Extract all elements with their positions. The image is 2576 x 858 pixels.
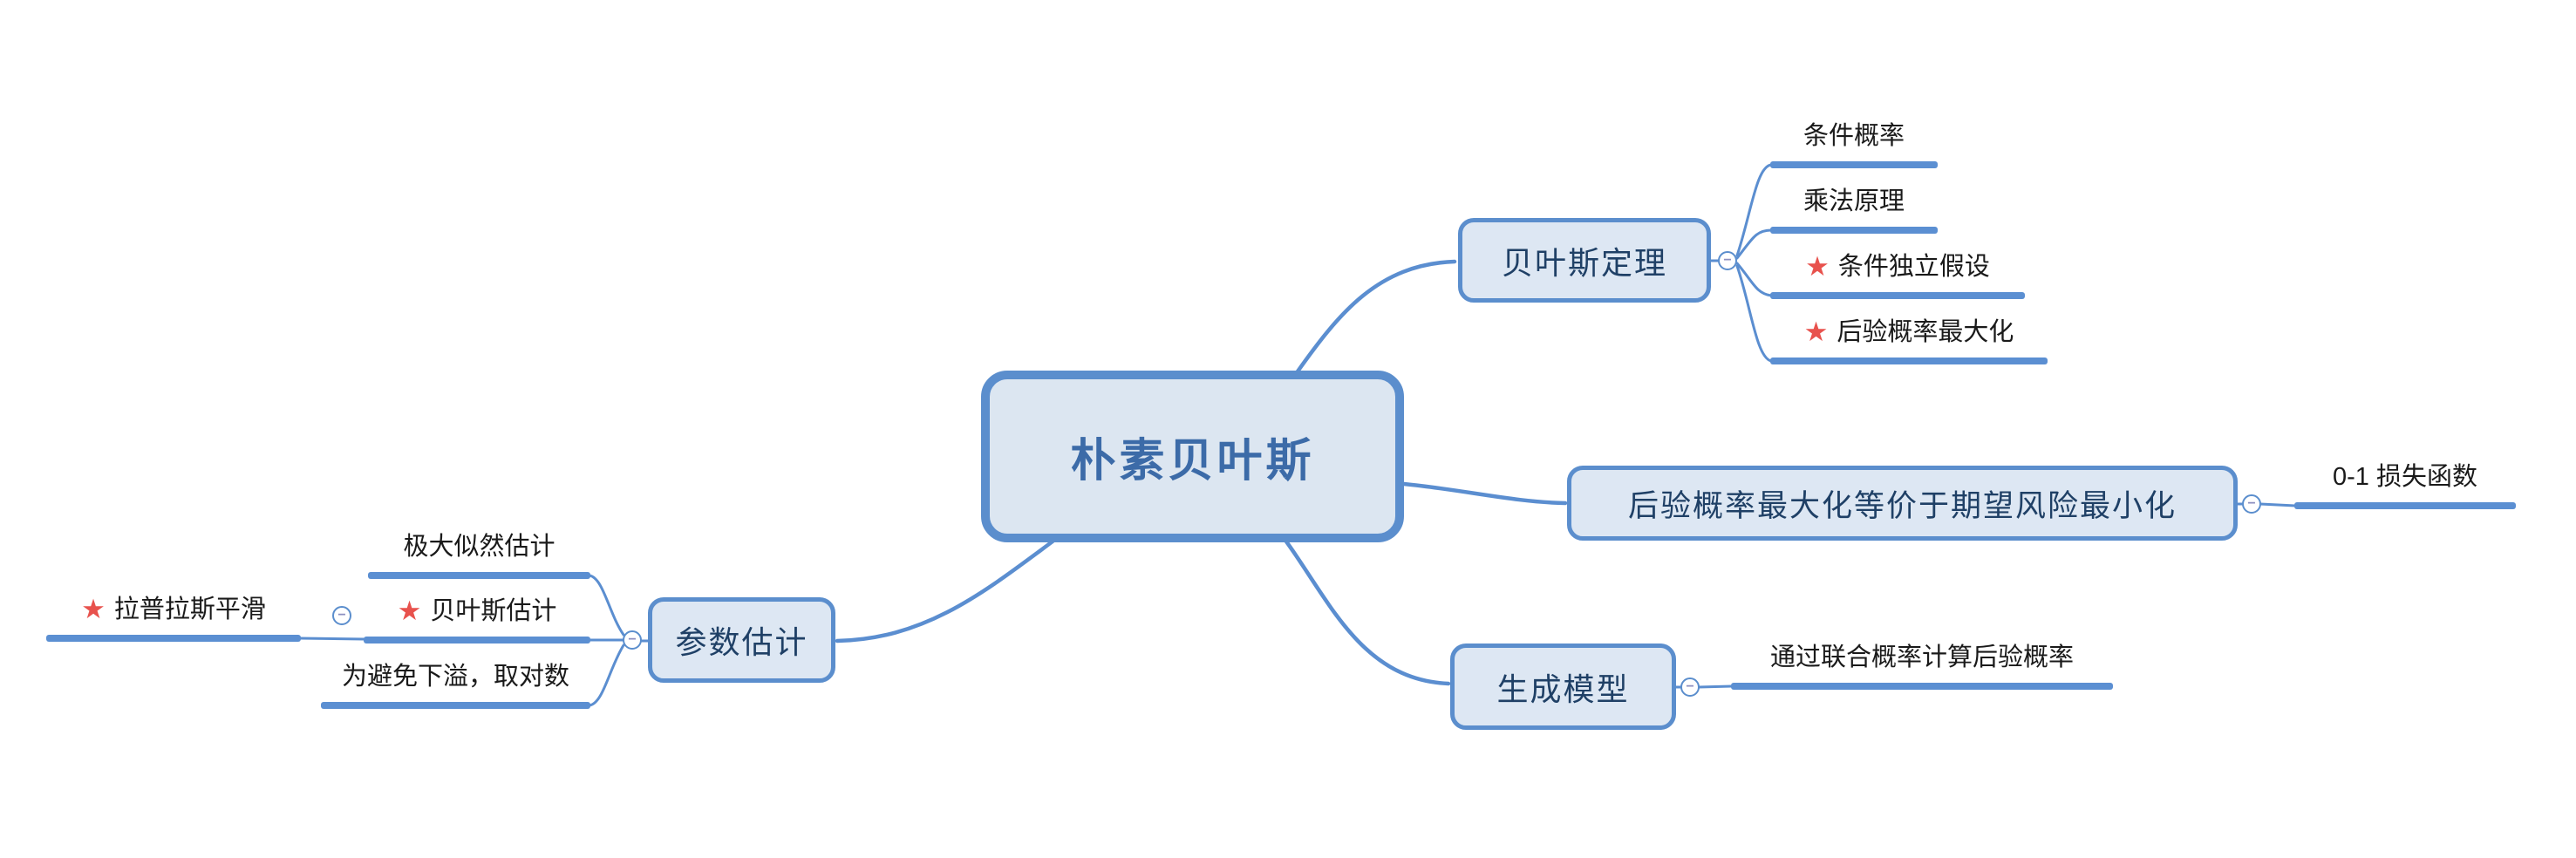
leaf-underline (1770, 292, 2025, 299)
branch-generative-model[interactable]: 生成模型 (1450, 644, 1676, 730)
minus-icon: − (337, 608, 346, 623)
leaf-log-underflow[interactable]: 为避免下溢，取对数 (321, 662, 590, 709)
branch-label: 生成模型 (1496, 671, 1630, 707)
leaf-label: 拉普拉斯平滑 (113, 596, 266, 623)
minus-icon: − (1723, 253, 1732, 268)
edge-param-log (588, 644, 625, 707)
central-topic[interactable]: 朴素贝叶斯 (981, 371, 1404, 542)
leaf-underline (2294, 502, 2516, 509)
edge-bayes-cond-prob (1735, 163, 1773, 257)
edge-central-generative (1284, 539, 1451, 686)
minus-icon: − (1686, 679, 1694, 694)
leaf-label: 贝叶斯估计 (430, 597, 557, 625)
leaf-underline (1770, 161, 1938, 168)
edge-bayes-indep (1735, 262, 1773, 297)
edge-central-param (835, 539, 1055, 644)
branch-label: 参数估计 (675, 624, 808, 660)
collapse-badge-bayes-theorem[interactable]: − (1718, 251, 1737, 270)
leaf-underline (368, 572, 590, 579)
leaf-joint-prob[interactable]: 通过联合概率计算后验概率 (1731, 643, 2113, 690)
edge-bayes-mult (1735, 228, 1773, 260)
leaf-label: 0-1 损失函数 (2333, 463, 2477, 491)
leaf-underline (1770, 358, 2048, 364)
leaf-underline (1770, 227, 1938, 234)
leaf-underline (1731, 683, 2113, 690)
edge-central-bayes (1295, 259, 1457, 374)
star-icon: ★ (81, 594, 106, 624)
edge-bayesest-laplace (298, 637, 366, 641)
minus-icon: − (628, 632, 637, 647)
collapse-badge-posterior-risk[interactable]: − (2242, 494, 2261, 514)
collapse-badge-bayes-est[interactable]: − (332, 606, 351, 625)
leaf-label: 条件独立假设 (1837, 253, 1990, 281)
star-icon: ★ (1805, 251, 1830, 282)
minus-icon: − (2247, 496, 2256, 511)
leaf-underline (46, 635, 301, 642)
leaf-cond-indep[interactable]: ★ 条件独立假设 (1770, 252, 2025, 299)
star-icon: ★ (397, 596, 422, 626)
branch-param-estimation[interactable]: 参数估计 (648, 597, 835, 683)
edge-gen-joint (1697, 684, 1734, 689)
leaf-label: 通过联合概率计算后验概率 (1769, 644, 2074, 671)
leaf-label: 极大似然估计 (403, 533, 555, 561)
leaf-laplace[interactable]: ★ 拉普拉斯平滑 (46, 595, 301, 642)
edge-bayes-postmax (1735, 264, 1773, 363)
leaf-underline (321, 702, 590, 709)
branch-posterior-risk[interactable]: 后验概率最大化等价于期望风险最小化 (1567, 466, 2238, 541)
branch-label: 后验概率最大化等价于期望风险最小化 (1627, 488, 2177, 523)
collapse-badge-param-estimation[interactable]: − (623, 630, 642, 650)
leaf-label: 条件概率 (1803, 122, 1905, 150)
leaf-mult-principle[interactable]: 乘法原理 (1770, 187, 1938, 234)
collapse-badge-generative-model[interactable]: − (1680, 678, 1700, 697)
leaf-label: 为避免下溢，取对数 (341, 663, 569, 691)
leaf-label: 乘法原理 (1803, 187, 1905, 215)
leaf-underline (364, 637, 590, 644)
star-icon: ★ (1803, 317, 1829, 347)
leaf-zero-one-loss[interactable]: 0-1 损失函数 (2294, 462, 2516, 509)
edge-param-mle (588, 574, 625, 637)
branch-label: 贝叶斯定理 (1501, 244, 1667, 281)
edge-central-risk (1401, 481, 1568, 506)
leaf-cond-prob[interactable]: 条件概率 (1770, 121, 1938, 168)
leaf-bayes-est[interactable]: ★ 贝叶斯估计 (364, 596, 590, 644)
leaf-label: 后验概率最大化 (1837, 318, 2014, 346)
edge-risk-loss (2259, 502, 2297, 507)
leaf-post-max[interactable]: ★ 后验概率最大化 (1770, 317, 2048, 364)
leaf-mle[interactable]: 极大似然估计 (368, 532, 590, 579)
branch-bayes-theorem[interactable]: 贝叶斯定理 (1458, 218, 1711, 303)
central-topic-label: 朴素贝叶斯 (1070, 436, 1315, 487)
